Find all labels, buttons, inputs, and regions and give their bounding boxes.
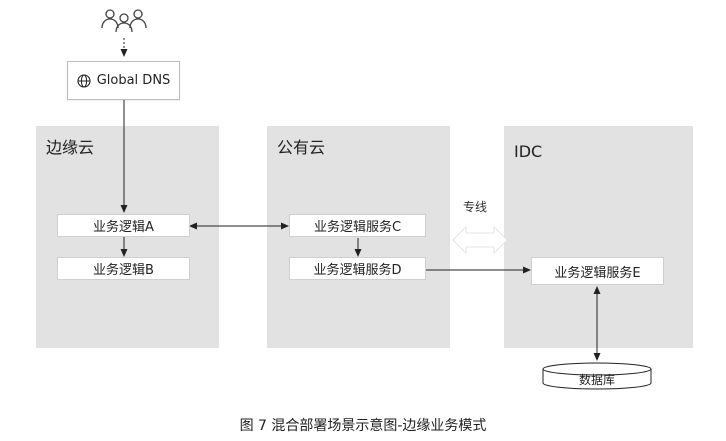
figure-caption: 图 7 混合部署场景示意图-边缘业务模式: [239, 418, 487, 434]
zone-public-cloud: 公有云: [267, 126, 450, 348]
database-label: 数据库: [578, 373, 615, 387]
node-business-logic-b: 业务逻辑B: [57, 257, 190, 280]
node-business-service-c: 业务逻辑服务C: [289, 214, 426, 237]
dedicated-line-arrow: [452, 225, 508, 255]
zone-idc-title: IDC: [514, 142, 543, 161]
zone-public-cloud-title: 公有云: [277, 138, 326, 157]
globe-icon: [77, 73, 91, 88]
node-business-service-e: 业务逻辑服务E: [531, 257, 664, 285]
database-icon: [542, 362, 652, 390]
node-business-service-d: 业务逻辑服务D: [289, 257, 426, 280]
users-icon: [101, 9, 147, 33]
zone-edge-cloud: 边缘云: [36, 126, 219, 348]
global-dns-box: Global DNS: [67, 61, 180, 100]
dedicated-line-label: 专线: [463, 200, 488, 214]
zone-edge-cloud-title: 边缘云: [46, 138, 95, 157]
global-dns-label: Global DNS: [96, 73, 171, 88]
node-business-logic-a: 业务逻辑A: [57, 214, 190, 237]
